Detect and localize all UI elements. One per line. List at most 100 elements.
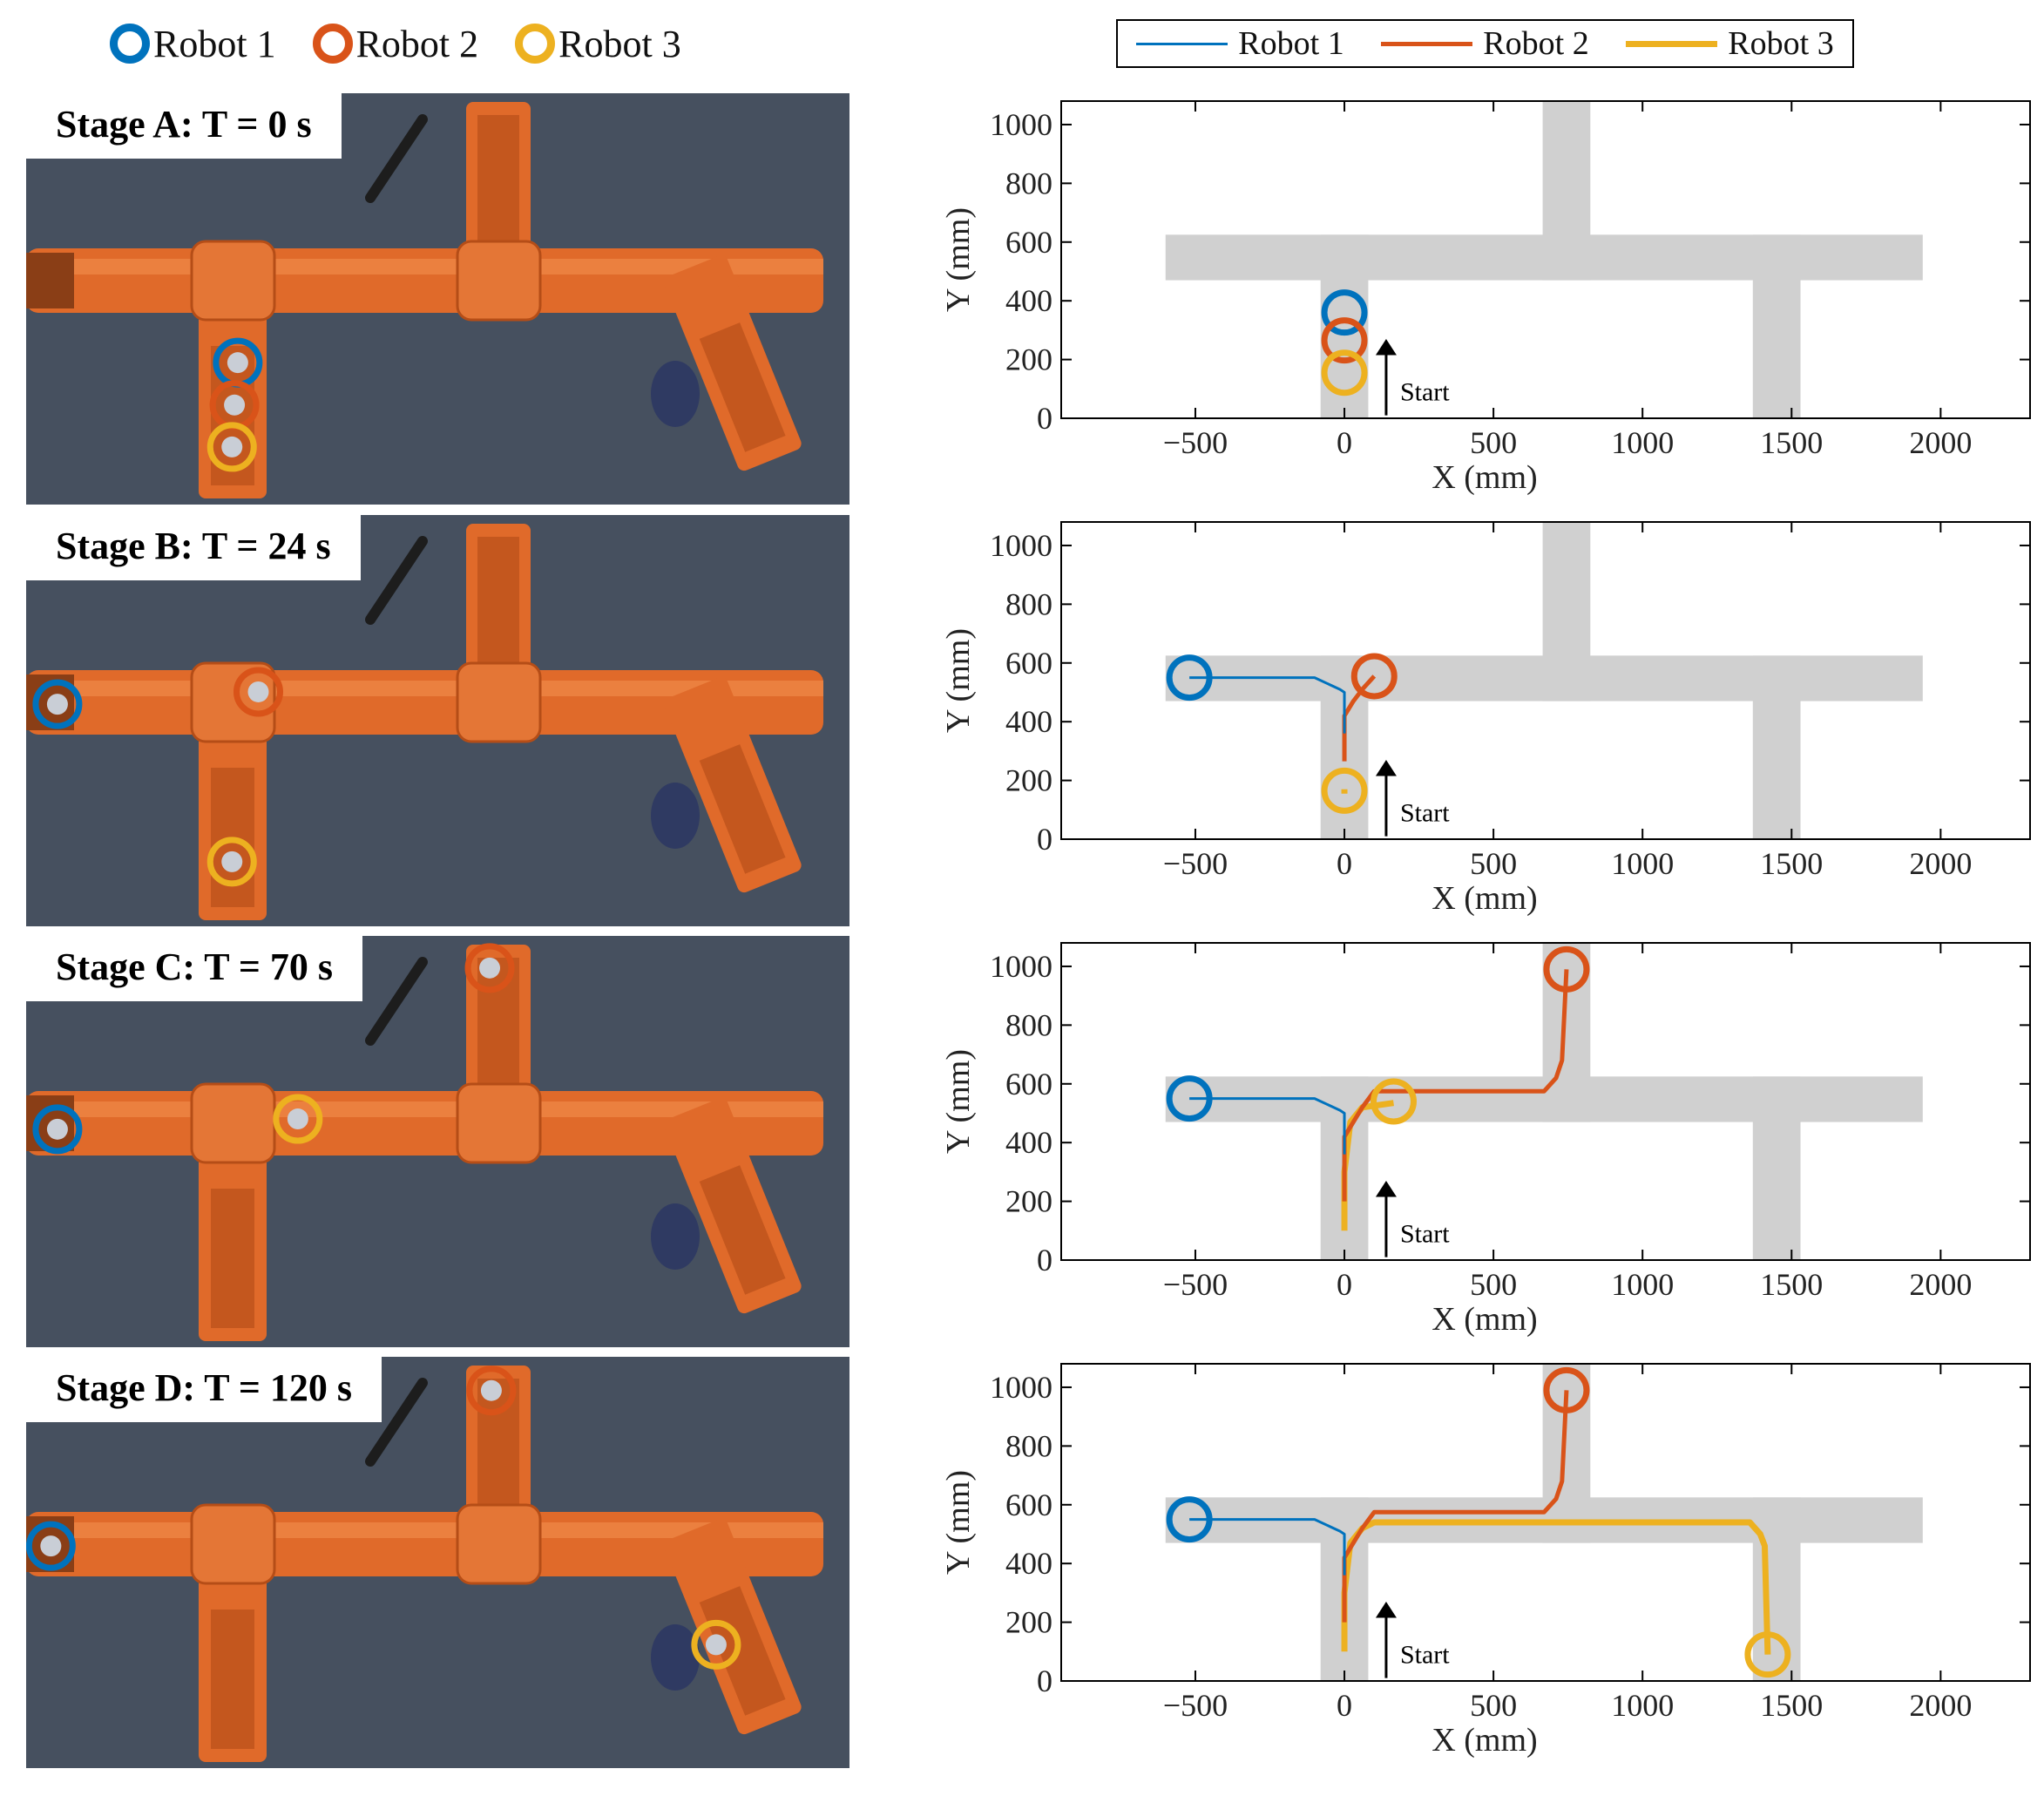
robot-body (705, 1634, 727, 1656)
experiment-photo: Stage B: T = 24 s (26, 515, 849, 926)
floor-marker (651, 1624, 700, 1691)
y-tick-label: 600 (1005, 646, 1052, 681)
experiment-photo: Stage D: T = 120 s (26, 1357, 849, 1768)
x-tick-label: 2000 (1909, 846, 1972, 881)
y-tick-label: 800 (1005, 1007, 1052, 1042)
x-tick-label: 500 (1470, 425, 1517, 460)
y-tick-label: 1000 (990, 949, 1052, 984)
robot-1-position-marker (1166, 654, 1213, 701)
x-tick-label: 0 (1337, 425, 1352, 460)
x-tick-label: 500 (1470, 1267, 1517, 1302)
trajectory-robot-1 (1189, 1518, 1346, 1576)
pipe-branch-down-region (1752, 1497, 1801, 1681)
pipe-scene (26, 93, 849, 505)
x-tick-label: 1000 (1611, 1688, 1674, 1723)
robot-3-position-marker (1321, 349, 1368, 396)
robot-body (480, 1379, 502, 1401)
legend-line-swatch (1136, 42, 1228, 45)
start-annotation: Start (1400, 1220, 1450, 1249)
x-tick-label: 1500 (1760, 846, 1823, 881)
y-tick-label: 400 (1005, 283, 1052, 318)
photo-legend-item: Robot 3 (515, 22, 681, 66)
x-tick-label: −500 (1163, 1688, 1228, 1723)
stage-label: Stage B: T = 24 s (26, 515, 361, 580)
x-tick-label: 2000 (1909, 425, 1972, 460)
x-tick-label: 0 (1337, 1688, 1352, 1723)
robot-3-position-marker (1321, 767, 1368, 814)
x-tick-label: 2000 (1909, 1688, 1972, 1723)
stage-label: Stage D: T = 120 s (26, 1357, 382, 1422)
pipe-branch-down-region (1752, 1076, 1801, 1260)
y-tick-label: 400 (1005, 1125, 1052, 1160)
floor-marker (651, 361, 700, 427)
trajectory-robot-2 (1342, 1390, 1569, 1623)
robot-2-marker (466, 1366, 517, 1416)
pipe-branch-up-region (1542, 101, 1591, 281)
experiment-photo: Stage A: T = 0 s (26, 93, 849, 505)
plot-legend-label: Robot 3 (1728, 25, 1834, 62)
branch-pipe-up-window (477, 115, 519, 246)
pipe-branch-down-region (1752, 234, 1801, 418)
ring-marker-icon (515, 24, 556, 64)
robot-body (247, 681, 269, 702)
junction-fitting (190, 240, 276, 322)
x-tick-label: 1000 (1611, 1267, 1674, 1302)
y-axis-label: Y (mm) (940, 628, 977, 733)
ring-marker-icon (110, 24, 150, 64)
axes-box (1060, 100, 2031, 419)
y-tick-label: 400 (1005, 1546, 1052, 1581)
floor-marker (651, 783, 700, 849)
robot-3-marker (206, 422, 257, 472)
pipe-scene (26, 1357, 849, 1768)
robot-body (40, 1535, 62, 1557)
plot-legend: Robot 1 Robot 2 Robot 3 (1116, 19, 1854, 68)
start-arrow-icon (1375, 1602, 1397, 1618)
robot-3-marker (691, 1619, 741, 1670)
y-tick-label: 800 (1005, 166, 1052, 200)
photo-legend-item: Robot 1 (110, 22, 276, 66)
y-tick-label: 0 (1037, 822, 1052, 857)
photo-legend-item: Robot 2 (312, 22, 478, 66)
x-tick-label: 1000 (1611, 425, 1674, 460)
plot-legend-item: Robot 2 (1381, 24, 1589, 63)
x-tick-label: 0 (1337, 1267, 1352, 1302)
robot-1-marker (32, 679, 83, 729)
plot-legend-item: Robot 1 (1136, 24, 1344, 63)
pipe-branch-up-region (1542, 522, 1591, 701)
robot-body (287, 1108, 308, 1130)
floor-marker (651, 1203, 700, 1270)
x-tick-label: 1500 (1760, 1688, 1823, 1723)
camera-arm (365, 957, 428, 1046)
y-tick-label: 200 (1005, 1184, 1052, 1219)
robot-body (227, 352, 248, 374)
y-tick-label: 200 (1005, 342, 1052, 377)
y-tick-label: 0 (1037, 1243, 1052, 1278)
x-tick-label: 1000 (1611, 846, 1674, 881)
pipe-branch-down-region (1752, 655, 1801, 839)
junction-fitting (456, 240, 542, 322)
x-tick-label: 1500 (1760, 1267, 1823, 1302)
x-tick-label: 500 (1470, 1688, 1517, 1723)
robot-3-marker (206, 837, 257, 887)
robot-body (479, 957, 501, 979)
junction-fitting (190, 661, 276, 743)
robot-1-marker (32, 1104, 83, 1155)
start-annotation: Start (1400, 799, 1450, 828)
photo-legend: Robot 1 Robot 2 Robot 3 (110, 16, 718, 71)
plot-legend-item: Robot 3 (1626, 24, 1834, 63)
experiment-photo: Stage C: T = 70 s (26, 936, 849, 1347)
branch-pipe-up-window (477, 537, 519, 668)
robot-1-position-marker (1166, 1496, 1213, 1543)
x-tick-label: −500 (1163, 425, 1228, 460)
legend-line-swatch (1626, 40, 1718, 47)
y-tick-label: 0 (1037, 401, 1052, 436)
start-arrow-icon (1375, 1181, 1397, 1197)
start-arrow-icon (1375, 339, 1397, 356)
start-annotation: Start (1400, 1641, 1450, 1670)
axes-box (1060, 521, 2031, 840)
